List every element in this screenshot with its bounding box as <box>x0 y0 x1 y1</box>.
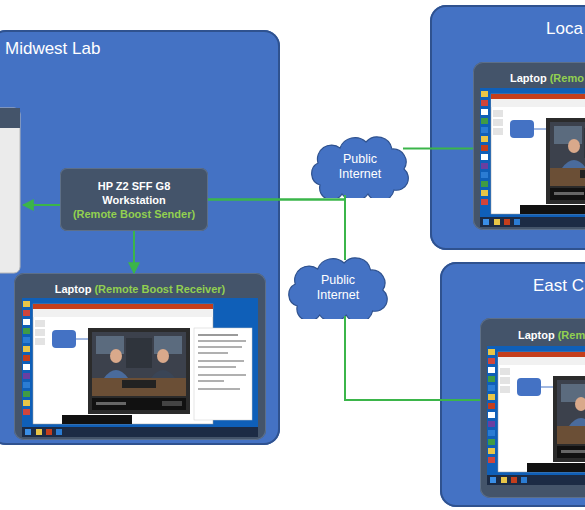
laptop-header: Laptop(Rem <box>518 328 585 342</box>
workstation-box: HP Z2 SFF G8 Workstation(Remote Boost Se… <box>60 168 208 231</box>
internet-cloud: Public Internet <box>305 136 415 198</box>
site-title: Loca <box>546 19 583 39</box>
network-link <box>133 231 135 273</box>
device-role: (Rem <box>558 329 585 341</box>
device-link <box>23 204 60 206</box>
laptop-header: Laptop(Remo <box>510 71 584 85</box>
device-role: (Remote Boost Sender) <box>73 207 195 221</box>
device-box <box>0 108 20 273</box>
device-role: (Remo <box>550 72 584 84</box>
network-name: Public Internet <box>307 273 369 303</box>
device-name: Laptop <box>518 329 555 341</box>
cloud-outline <box>289 258 387 319</box>
device-role: (Remote Boost Receiver) <box>94 283 225 295</box>
network-link <box>345 316 480 400</box>
network-link <box>403 147 473 149</box>
device-name: HP Z2 SFF G8 Workstation <box>84 179 184 207</box>
site-title: East C <box>533 276 584 296</box>
network-name: Public Internet <box>329 152 391 182</box>
internet-cloud: Public Internet <box>282 257 394 319</box>
cloud-outline <box>312 137 409 198</box>
device-name: Laptop <box>510 72 547 84</box>
device-header <box>0 108 20 128</box>
screenshot <box>487 346 585 485</box>
screenshot <box>22 298 258 437</box>
cloud-text: Public Internet <box>305 136 415 198</box>
network-link <box>208 200 345 261</box>
device-name: Laptop <box>55 283 92 295</box>
laptop-header: Laptop(Remote Boost Receiver) <box>14 282 266 296</box>
cloud-text: Public Internet <box>282 257 394 319</box>
screenshot <box>480 88 585 227</box>
site-title: Midwest Lab <box>5 39 100 59</box>
